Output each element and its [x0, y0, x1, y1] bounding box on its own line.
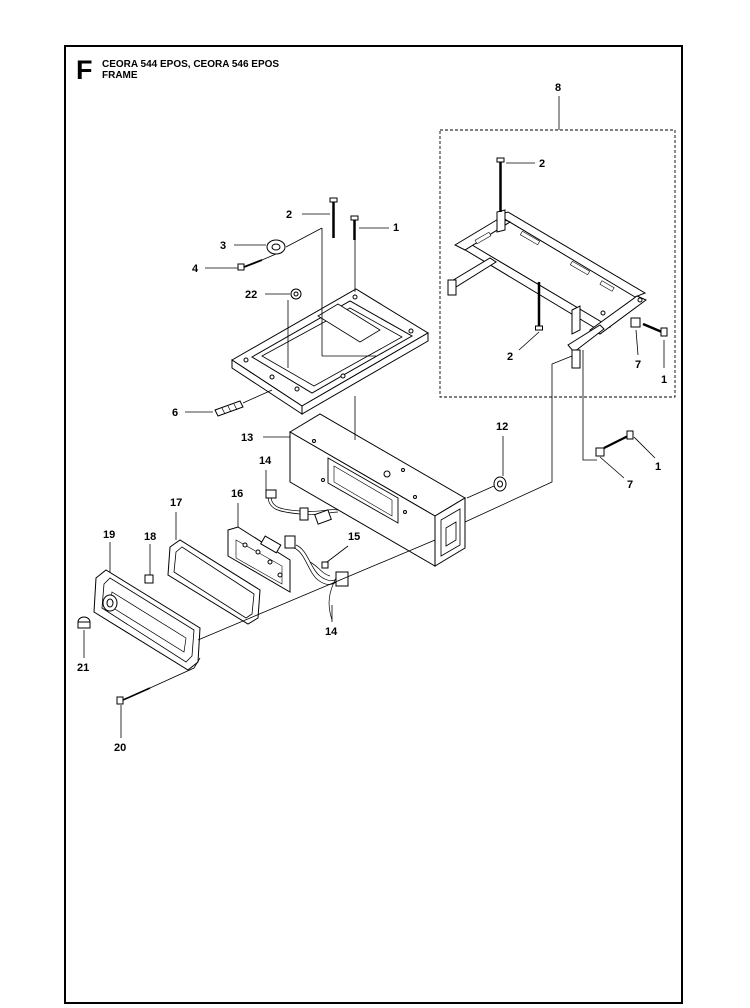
- washer: [595, 447, 605, 457]
- callout-label: 18: [144, 531, 156, 543]
- leader-line: [599, 456, 625, 479]
- bolt: [329, 197, 338, 238]
- connector: [321, 561, 329, 569]
- callout-label: 22: [245, 289, 257, 301]
- callout-label: 14: [325, 626, 338, 638]
- grommet: [493, 476, 507, 492]
- callout-label: 3: [220, 240, 226, 252]
- callout-label: 1: [661, 374, 667, 386]
- callout-label: 7: [635, 359, 641, 371]
- bolt: [535, 282, 543, 331]
- leader-line: [326, 545, 349, 563]
- callout-label: 2: [507, 351, 513, 363]
- subframe-bracket: [447, 209, 647, 369]
- callout-label: 2: [286, 209, 292, 221]
- bolt: [496, 157, 505, 212]
- threaded-stud: [214, 400, 244, 417]
- callout-label: 13: [241, 432, 253, 444]
- leader-line: [261, 253, 277, 261]
- kit-group-box: [439, 129, 676, 398]
- callout-label: 1: [655, 461, 661, 473]
- callout-label: 21: [77, 662, 89, 674]
- leader-line: [518, 331, 540, 351]
- bolt: [642, 322, 668, 337]
- callout-label: 1: [393, 222, 399, 234]
- callout-label: 14: [259, 455, 272, 467]
- screw: [237, 259, 263, 271]
- nut: [144, 574, 154, 584]
- callout-label: 20: [114, 742, 126, 754]
- knob: [77, 616, 91, 629]
- section-letter: F: [76, 55, 93, 85]
- callout-label: 8: [555, 82, 561, 94]
- callout-label: 19: [103, 529, 115, 541]
- upper-frame-plate: [231, 288, 429, 415]
- nut: [630, 317, 641, 328]
- leader-line: [242, 389, 273, 404]
- callout-label: 4: [192, 263, 199, 275]
- bolt: [603, 430, 634, 449]
- wiring-harness: [265, 489, 339, 525]
- callout-label: 2: [539, 158, 545, 170]
- callout-label: 7: [627, 479, 633, 491]
- leader-line: [285, 227, 323, 248]
- box-housing: [289, 413, 466, 567]
- bolt: [350, 215, 359, 240]
- circuit-board: [227, 526, 296, 593]
- callout-label: 16: [231, 488, 243, 500]
- leader-line: [635, 329, 639, 356]
- gasket: [167, 539, 261, 625]
- leader-line: [464, 355, 573, 523]
- leader-line: [466, 485, 495, 499]
- nut: [290, 288, 302, 300]
- leader-line: [633, 436, 656, 459]
- callout-label: 17: [170, 497, 182, 509]
- diagram-title-assembly: FRAME: [102, 70, 138, 81]
- wiring-harness: [293, 544, 349, 621]
- callout-label: 6: [172, 407, 178, 419]
- leader-line: [197, 539, 436, 641]
- callout-label: 12: [496, 421, 508, 433]
- callout-label: 15: [348, 531, 360, 543]
- diagram-title-models: CEORA 544 EPOS, CEORA 546 EPOS: [102, 59, 280, 70]
- grommet: [266, 239, 286, 255]
- screw: [116, 687, 151, 705]
- leader-line: [582, 350, 597, 461]
- leader-line: [149, 657, 201, 689]
- diagram-border: [64, 45, 683, 1004]
